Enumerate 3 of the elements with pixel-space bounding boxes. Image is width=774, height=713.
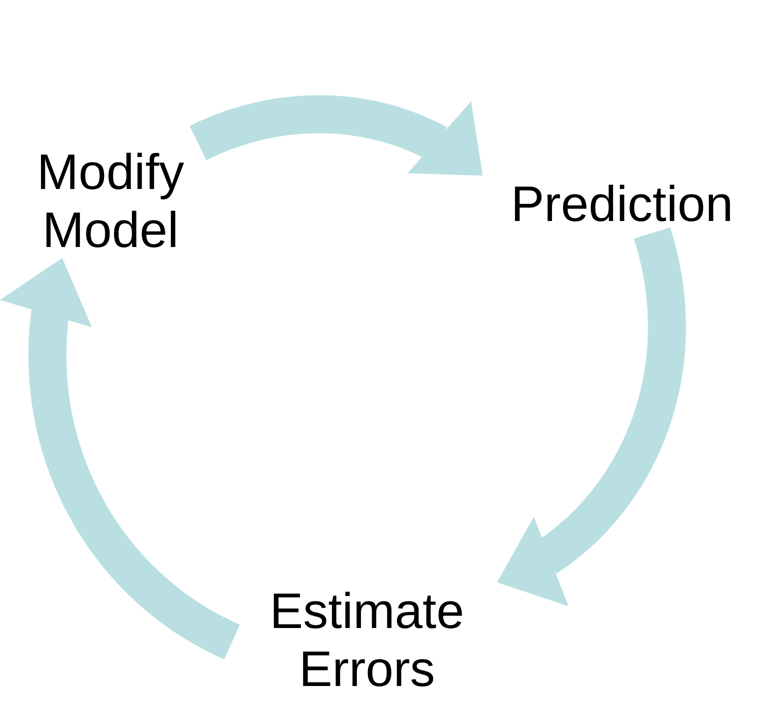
node-label: Prediction <box>472 175 772 233</box>
node-label: Modify Model <box>8 143 213 259</box>
node-label: Estimate Errors <box>232 582 502 698</box>
